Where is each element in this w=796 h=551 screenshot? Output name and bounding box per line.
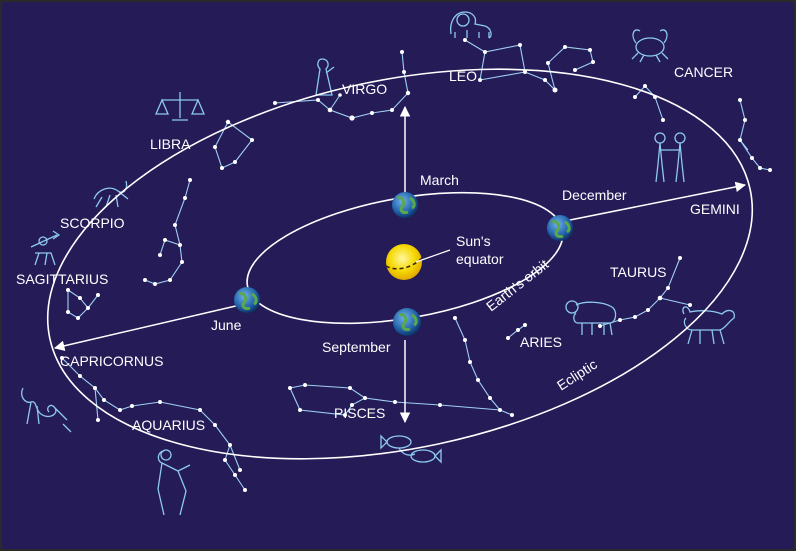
label-aquarius: AQUARIUS: [132, 417, 205, 433]
label-cancer: CANCER: [674, 64, 733, 80]
cancer-figure-icon: [631, 29, 669, 63]
scorpio-figure-icon: [93, 180, 129, 208]
label-scorpio: SCORPIO: [60, 215, 125, 231]
leo-figure-icon: [449, 11, 492, 39]
label-taurus: TAURUS: [610, 264, 667, 280]
label-gemini: GEMINI: [690, 201, 740, 217]
aquarius-figure-icon: [157, 449, 191, 516]
label-sun-line2: equator: [456, 251, 504, 267]
label-september: September: [322, 339, 391, 355]
label-pisces: PISCES: [334, 405, 385, 421]
sun-icon: [385, 244, 451, 280]
earth-june-icon: [234, 287, 260, 313]
label-december: December: [562, 187, 627, 203]
label-virgo: VIRGO: [342, 81, 387, 97]
earth-december-icon: [547, 215, 573, 241]
label-capricornus: CAPRICORNUS: [60, 353, 163, 369]
label-march: March: [420, 172, 459, 188]
month-labels: March December June September: [211, 172, 627, 355]
label-libra: LIBRA: [150, 136, 191, 152]
gemini-figure-icon: [654, 132, 686, 183]
pisces-figure-icon: [380, 434, 442, 464]
december-arrow: [559, 181, 747, 223]
label-sun-line1: Sun's: [456, 233, 491, 249]
libra-figure-icon: [155, 92, 205, 121]
ecliptic-ellipse: [46, 68, 754, 460]
aries-figure-icon: [565, 300, 617, 336]
virgo-figure-icon: [315, 58, 335, 96]
label-june: June: [211, 317, 242, 333]
sagittarius-figure-icon: [30, 230, 61, 266]
constellation-labels: VIRGO LEO CANCER LIBRA GEMINI SCORPIO SA…: [16, 64, 740, 433]
earth-march-icon: [392, 192, 418, 218]
label-aries: ARIES: [520, 334, 562, 350]
june-arrow: [53, 304, 241, 351]
capricornus-figure-icon: [21, 387, 72, 433]
label-leo: LEO: [449, 68, 477, 84]
taurus-figure-icon: [682, 306, 735, 345]
stars: [60, 38, 772, 492]
label-sagittarius: SAGITTARIUS: [16, 271, 108, 287]
earth-september-icon: [393, 308, 421, 336]
